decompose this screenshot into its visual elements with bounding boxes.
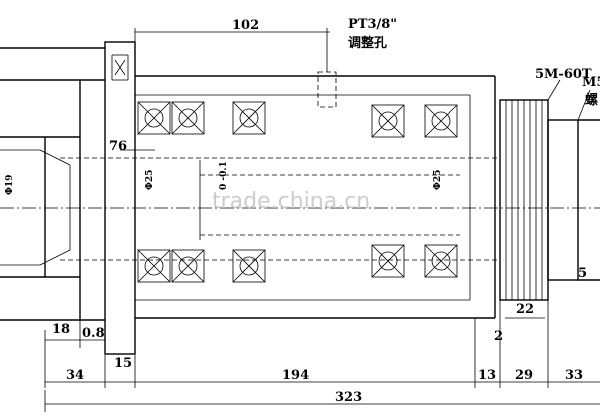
dim-323: 323	[335, 390, 362, 405]
callout-pulley: 5M-60T	[535, 67, 592, 82]
bearing-symbol	[171, 101, 205, 135]
callout-pt-thread: PT3/8"	[348, 17, 397, 32]
callout-screw: M5	[582, 75, 600, 90]
bearing-symbol	[371, 244, 405, 278]
dim-34: 34	[66, 368, 84, 383]
dimension-text: 102 76 194 323 34 15 18 0.8 13 29 33 22 …	[5, 17, 600, 405]
dim-15: 15	[114, 356, 132, 371]
dim-2: 2	[494, 329, 503, 344]
callout-adjust-hole: 调整孔	[348, 35, 387, 51]
dim-13: 13	[478, 368, 496, 383]
flange	[104, 41, 136, 355]
bearing-symbol	[424, 104, 458, 138]
bearing-symbol	[171, 249, 205, 283]
dim-0-8: 0.8	[82, 326, 105, 341]
dim-29: 29	[515, 368, 533, 383]
callout-screw-cn: 螺	[585, 92, 598, 108]
bearing-symbol	[137, 101, 171, 135]
dim-5: 5	[578, 266, 587, 281]
dim-phi25-right: Φ25	[433, 170, 443, 190]
bearing-symbol	[137, 249, 171, 283]
bearing-symbol	[371, 104, 405, 138]
bearing-symbol	[232, 101, 266, 135]
dim-phi25-left: Φ25	[145, 170, 155, 190]
dim-76: 76	[109, 139, 127, 154]
dimension-lines	[44, 28, 600, 412]
shaft-nose	[0, 136, 71, 278]
bearing-group	[137, 101, 458, 283]
bearing-symbol	[232, 249, 266, 283]
pulley	[499, 99, 600, 301]
dim-102: 102	[232, 18, 259, 33]
bearing-symbol	[424, 244, 458, 278]
dim-194: 194	[282, 368, 309, 383]
dim-22: 22	[516, 302, 534, 317]
dim-tolerance: 0 -0.1	[219, 161, 229, 190]
watermark: trade.china.cn	[212, 189, 370, 214]
main-body	[60, 71, 500, 319]
front-housing	[0, 47, 105, 321]
dim-phi19: Φ19	[5, 175, 15, 195]
dim-33: 33	[565, 368, 583, 383]
dim-18: 18	[52, 322, 70, 337]
